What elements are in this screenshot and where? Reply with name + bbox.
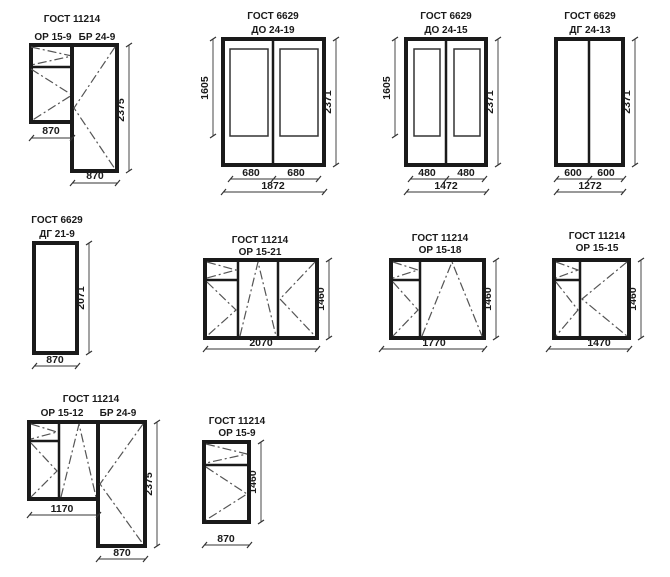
unit1-dim-window-width: 870 [42,125,60,137]
unit-or15-9-br24-9: ГОСТ 11214 ОР 15-9 БР 24-9 870 870 2375 [28,14,133,187]
unit3-standard: ГОСТ 6629 [420,11,472,22]
unit5-mark: ДГ 21-9 [39,229,75,240]
unit2-glass-right [279,48,319,137]
unit2-dim-glass-width-right: 680 [287,167,305,179]
unit9-door-frame [96,420,147,548]
unit2-dim-glass-width-left: 680 [242,167,260,179]
unit1-door-swing [73,46,116,170]
unit3-dim-glass-height: 1605 [381,76,393,100]
unit6-dim-height: 1460 [315,287,327,311]
unit9-dim-window-width: 1170 [51,503,74,515]
unit4-dim-leaf-width-left: 600 [564,167,582,179]
unit8-transom-swing [555,261,580,279]
unit2-mark: ДО 24-19 [251,25,295,36]
unit3-glass-right [453,48,481,137]
unit6-standard: ГОСТ 11214 [232,235,289,246]
unit1-window-frame [29,43,74,124]
unit-dg21-9: ГОСТ 6629 ДГ 21-9 2071 870 [31,215,93,370]
unit1-mark-door: БР 24-9 [79,32,116,43]
unit3-dim-glass-width-right: 480 [457,167,475,179]
unit9-sash2-swing [60,423,97,498]
unit7-dim-width: 1770 [422,337,446,349]
unit-do24-19: ГОСТ 6629 ДО 24-19 1605 2371 680 680 187… [199,11,340,196]
unit1-mark-window: ОР 15-9 [34,32,72,43]
unit7-mark: ОР 15-18 [419,245,462,256]
unit-or15-9: ГОСТ 11214 ОР 15-9 1460 870 [201,416,266,549]
unit5-dim-height: 2071 [75,286,87,310]
unit2-standard: ГОСТ 6629 [247,11,299,22]
unit-dg24-13: ГОСТ 6629 ДГ 24-13 2371 600 600 1272 [553,11,639,196]
unit3-dim-glass-width-left: 480 [418,167,436,179]
unit10-dim-height: 1460 [247,470,259,494]
unit5-door-frame [32,241,79,355]
unit9-dim-height: 2375 [143,472,155,496]
unit9-sash1-swing [30,442,58,498]
unit7-window-frame [389,258,486,340]
unit7-sash2-swing [421,260,483,337]
unit1-standard: ГОСТ 11214 [44,14,101,25]
unit1-door-frame [70,43,119,173]
unit3-glass-left [413,48,441,137]
unit-or15-12-br24-9: ГОСТ 11214 ОР 15-12 БР 24-9 1170 870 237… [26,394,161,563]
unit10-sash-swing [205,466,249,521]
unit9-door-swing [99,423,144,545]
unit6-sash1-swing [206,281,237,337]
unit4-dim-leaf-width-right: 600 [597,167,615,179]
unit6-dim-width: 2070 [249,337,273,349]
unit5-standard: ГОСТ 6629 [31,215,83,226]
unit10-transom-swing [205,443,248,464]
unit1-transom-swing [30,46,73,66]
unit3-dim-width: 1472 [434,180,458,192]
unit1-dim-door-width: 870 [86,170,104,182]
unit6-mark: ОР 15-21 [239,247,282,258]
unit8-sash2-swing [581,261,628,337]
unit-or15-15: ГОСТ 11214 ОР 15-15 1460 1470 [545,231,645,353]
unit8-mark: ОР 15-15 [576,243,619,254]
unit6-transom-swing [206,261,239,279]
unit-do24-15: ГОСТ 6629 ДО 24-15 1605 2371 480 480 147… [381,11,502,196]
unit8-standard: ГОСТ 11214 [569,231,626,242]
unit1-window-swing [30,68,74,122]
unit8-dim-height: 1460 [627,287,639,311]
unit8-window-frame [552,258,631,340]
unit7-sash1-swing [392,281,419,337]
unit10-standard: ГОСТ 11214 [209,416,266,427]
unit7-transom-swing [392,261,420,279]
unit9-standard: ГОСТ 11214 [63,394,120,405]
unit9-mark-window: ОР 15-12 [41,408,84,419]
unit-or15-21: ГОСТ 11214 ОР 15-21 1460 2070 [202,235,333,353]
unit1-dim-height: 2375 [115,98,127,122]
unit4-mark: ДГ 24-13 [569,25,611,36]
unit6-sash2-swing [239,261,277,337]
unit2-glass-left [229,48,269,137]
unit-or15-18: ГОСТ 11214 ОР 15-18 1460 1770 [378,233,500,353]
unit9-window-frame [27,420,100,501]
unit4-dim-width: 1272 [578,180,602,192]
unit5-dim-width: 870 [46,354,64,366]
unit6-window-frame [203,258,319,340]
unit3-dim-height: 2371 [484,90,496,114]
unit9-dim-door-width: 870 [113,547,131,559]
unit2-dim-width: 1872 [261,180,285,192]
unit10-dim-width: 870 [217,533,235,545]
unit9-mark-door: БР 24-9 [100,408,137,419]
unit2-dim-height: 2371 [322,90,334,114]
unit6-sash3-swing [279,261,316,337]
unit10-mark: ОР 15-9 [218,428,256,439]
unit2-dim-glass-height: 1605 [199,76,211,100]
unit4-dim-height: 2371 [621,90,633,114]
unit9-transom-swing [30,423,60,440]
unit7-dim-height: 1460 [482,287,494,311]
unit3-mark: ДО 24-15 [424,25,468,36]
unit7-standard: ГОСТ 11214 [412,233,469,244]
unit8-sash1-swing [555,281,579,337]
unit4-standard: ГОСТ 6629 [564,11,616,22]
unit8-dim-width: 1470 [587,337,611,349]
unit10-window-frame [202,440,251,524]
